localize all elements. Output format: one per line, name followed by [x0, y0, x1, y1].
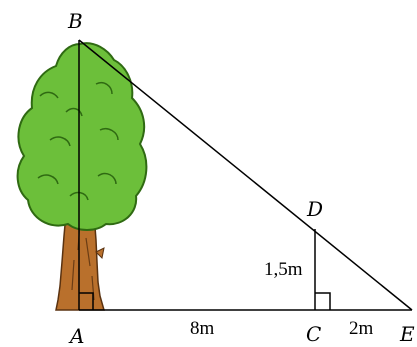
point-label-D: D	[306, 197, 323, 221]
right-angle-C	[315, 292, 331, 310]
geometry-lines	[78, 39, 413, 311]
right-angle-A	[79, 292, 94, 310]
point-label-B: B	[67, 9, 83, 33]
point-label-A: A	[68, 324, 84, 347]
length-label-AC: 8m	[190, 318, 215, 339]
length-label-CD: 1,5m	[264, 259, 303, 280]
tree-foliage	[16, 42, 148, 231]
point-label-C: C	[306, 322, 321, 346]
segment-BE	[78, 39, 413, 311]
point-label-E: E	[399, 322, 415, 346]
length-label-CE: 2m	[349, 318, 374, 339]
